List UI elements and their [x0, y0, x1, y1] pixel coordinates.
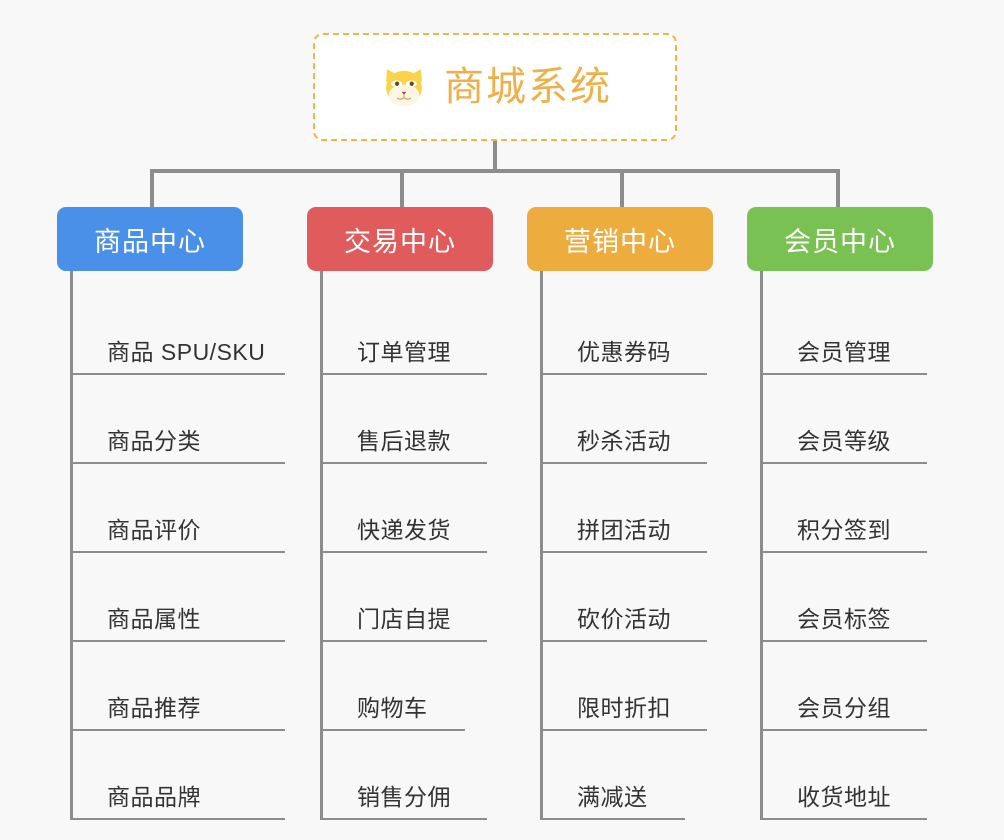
- leaf-item[interactable]: 商品品牌: [73, 731, 285, 820]
- leaf-item[interactable]: 购物车: [323, 642, 465, 731]
- connector-horizontal-bus: [150, 169, 840, 173]
- leaf-label: 商品评价: [107, 516, 201, 543]
- leaf-item[interactable]: 秒杀活动: [543, 375, 707, 464]
- branch-header-trade-center[interactable]: 交易中心: [307, 207, 493, 271]
- leaf-list-trade-center: 订单管理 售后退款 快递发货 门店自提 购物车 销售分佣: [320, 271, 493, 820]
- leaf-label: 商品 SPU/SKU: [107, 338, 266, 365]
- leaf-list-marketing-center: 优惠券码 秒杀活动 拼团活动 砍价活动 限时折扣 满减送: [540, 271, 713, 820]
- leaf-list-member-center: 会员管理 会员等级 积分签到 会员标签 会员分组 收货地址: [760, 271, 933, 820]
- branch-member-center: 会员中心 会员管理 会员等级 积分签到 会员标签 会员分组 收货地址: [747, 207, 933, 820]
- leaf-item[interactable]: 销售分佣: [323, 731, 487, 820]
- branch-marketing-center: 营销中心 优惠券码 秒杀活动 拼团活动 砍价活动 限时折扣 满减送: [527, 207, 713, 820]
- connector-drop-product-center: [150, 169, 154, 207]
- leaf-item[interactable]: 商品属性: [73, 553, 285, 642]
- leaf-item[interactable]: 优惠券码: [543, 286, 707, 375]
- leaf-item[interactable]: 限时折扣: [543, 642, 707, 731]
- branch-header-member-center[interactable]: 会员中心: [747, 207, 933, 271]
- root-node[interactable]: 商城系统: [313, 33, 677, 141]
- connector-drop-member-center: [836, 169, 840, 207]
- leaf-label: 商品推荐: [107, 694, 201, 721]
- leaf-item[interactable]: 商品评价: [73, 464, 285, 553]
- leaf-label: 商品属性: [107, 605, 201, 632]
- leaf-label: 限时折扣: [577, 694, 671, 721]
- leaf-item[interactable]: 拼团活动: [543, 464, 707, 553]
- leaf-label: 积分签到: [797, 516, 891, 543]
- leaf-label: 会员管理: [797, 338, 891, 365]
- leaf-label: 收货地址: [797, 783, 891, 810]
- branch-header-product-center[interactable]: 商品中心: [57, 207, 243, 271]
- leaf-label: 会员标签: [797, 605, 891, 632]
- connector-root-stem: [493, 141, 497, 172]
- leaf-label: 砍价活动: [577, 605, 671, 632]
- leaf-label: 门店自提: [357, 605, 451, 632]
- leaf-item[interactable]: 快递发货: [323, 464, 487, 553]
- leaf-label: 商品品牌: [107, 783, 201, 810]
- leaf-label: 商品分类: [107, 427, 201, 454]
- branch-header-marketing-center[interactable]: 营销中心: [527, 207, 713, 271]
- leaf-label: 满减送: [577, 783, 648, 810]
- leaf-label: 售后退款: [357, 427, 451, 454]
- leaf-label: 销售分佣: [357, 783, 451, 810]
- connector-drop-marketing-center: [620, 169, 624, 207]
- leaf-item[interactable]: 满减送: [543, 731, 685, 820]
- leaf-list-product-center: 商品 SPU/SKU 商品分类 商品评价 商品属性 商品推荐 商品品牌: [70, 271, 285, 820]
- leaf-item[interactable]: 商品分类: [73, 375, 285, 464]
- leaf-item[interactable]: 会员分组: [763, 642, 927, 731]
- leaf-item[interactable]: 售后退款: [323, 375, 487, 464]
- connector-drop-trade-center: [400, 169, 404, 207]
- leaf-item[interactable]: 会员管理: [763, 286, 927, 375]
- leaf-item[interactable]: 商品推荐: [73, 642, 285, 731]
- leaf-label: 会员分组: [797, 694, 891, 721]
- leaf-item[interactable]: 商品 SPU/SKU: [73, 286, 285, 375]
- leaf-label: 订单管理: [357, 338, 451, 365]
- leaf-label: 会员等级: [797, 427, 891, 454]
- leaf-label: 购物车: [357, 694, 428, 721]
- leaf-label: 快递发货: [357, 516, 451, 543]
- leaf-item[interactable]: 会员等级: [763, 375, 927, 464]
- leaf-label: 秒杀活动: [577, 427, 671, 454]
- leaf-item[interactable]: 砍价活动: [543, 553, 707, 642]
- branch-product-center: 商品中心 商品 SPU/SKU 商品分类 商品评价 商品属性 商品推荐 商品品牌: [57, 207, 285, 820]
- leaf-item[interactable]: 会员标签: [763, 553, 927, 642]
- branch-trade-center: 交易中心 订单管理 售后退款 快递发货 门店自提 购物车 销售分佣: [307, 207, 493, 820]
- leaf-label: 拼团活动: [577, 516, 671, 543]
- leaf-item[interactable]: 收货地址: [763, 731, 927, 820]
- leaf-item[interactable]: 积分签到: [763, 464, 927, 553]
- leaf-item[interactable]: 门店自提: [323, 553, 487, 642]
- root-title: 商城系统: [444, 65, 612, 109]
- leaf-item[interactable]: 订单管理: [323, 286, 487, 375]
- leaf-label: 优惠券码: [577, 338, 671, 365]
- shiba-dog-face-icon: [386, 69, 422, 107]
